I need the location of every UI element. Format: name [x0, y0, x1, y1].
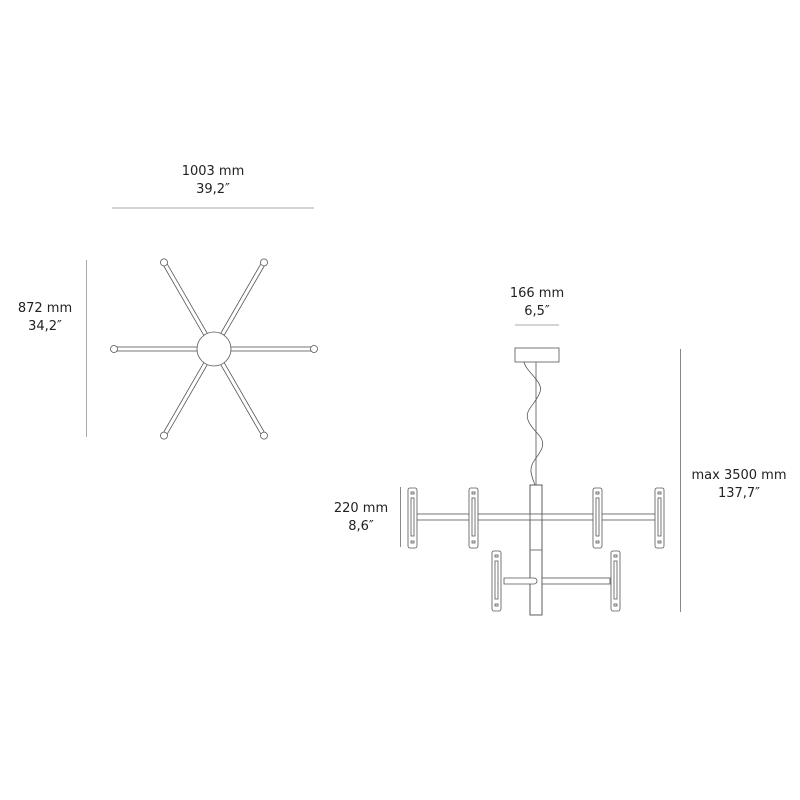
width-inch: 39,2″	[196, 182, 230, 197]
top-view-drawing	[110, 258, 318, 440]
width-dimension-label: 1003 mm 39,2″	[163, 163, 263, 199]
light-module	[592, 487, 603, 549]
light-module	[407, 487, 418, 549]
fixture-height-dimension-label: 220 mm 8,6″	[326, 500, 396, 536]
light-module	[491, 550, 502, 612]
canopy-dimension-label: 166 mm 6,5″	[497, 285, 577, 321]
light-module	[610, 550, 621, 612]
total-height-dimension-label: max 3500 mm 137,7″	[684, 467, 794, 503]
light-module	[468, 487, 479, 549]
depth-mm: 872 mm	[17, 301, 73, 316]
canopy	[514, 347, 560, 363]
fixture-height-mm: 220 mm	[333, 501, 389, 516]
total-height-inch: 137,7″	[717, 486, 761, 501]
width-mm: 1003 mm	[181, 164, 245, 179]
canopy-mm: 166 mm	[509, 286, 565, 301]
center-hub	[196, 331, 232, 367]
total-height-mm: max 3500 mm	[691, 468, 787, 483]
fixture-height-inch: 8,6″	[348, 519, 374, 534]
depth-inch: 34,2″	[28, 319, 62, 334]
light-module	[654, 487, 665, 549]
side-view-drawing	[407, 347, 665, 616]
canopy-inch: 6,5″	[524, 304, 550, 319]
depth-dimension-label: 872 mm 34,2″	[10, 300, 80, 336]
